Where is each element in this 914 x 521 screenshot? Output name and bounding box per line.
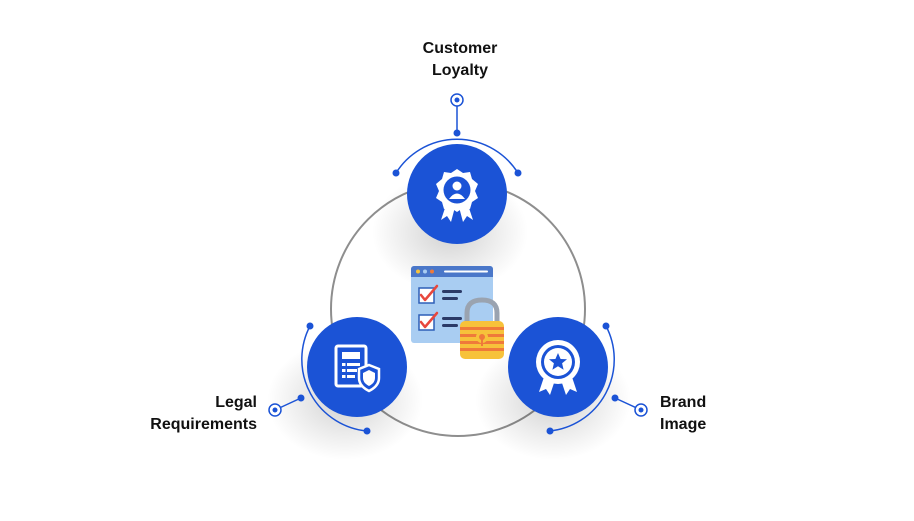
orbit-dot [306,322,314,330]
orbit-dot [546,427,554,435]
connector-target-inner [454,97,460,103]
label-line: Legal [215,394,257,411]
node-legal-requirements [268,317,407,435]
label-customer-loyalty: Customer Loyalty [400,38,520,82]
award-badge-user-icon [436,169,478,222]
label-line: Requirements [150,416,257,433]
orbit-dot [602,322,610,330]
label-line: Brand [660,394,707,411]
node-circle-left [307,317,407,417]
connector-dot [611,394,619,402]
orbit-arc-top [395,138,519,174]
orbit-dot [514,169,522,177]
connector-dot [297,394,305,402]
orbit-dot [392,169,400,177]
award-medal-star-icon [536,340,580,395]
label-line: Loyalty [431,62,488,79]
label-legal-requirements: Legal Requirements [120,392,257,436]
checklist-lock-icon [411,266,504,359]
node-brand-image [508,317,648,435]
connector-target-inner [272,407,278,413]
label-line: Image [660,416,707,433]
label-line: Customer [422,40,498,57]
connector-dot [453,129,461,137]
node-customer-loyalty [392,93,522,244]
connector-target-inner [638,407,644,413]
label-brand-image: Brand Image [660,392,780,436]
document-shield-icon [334,344,381,393]
orbit-arc-left [301,325,368,432]
orbit-arc-right [549,325,615,432]
orbit-dot [363,427,371,435]
